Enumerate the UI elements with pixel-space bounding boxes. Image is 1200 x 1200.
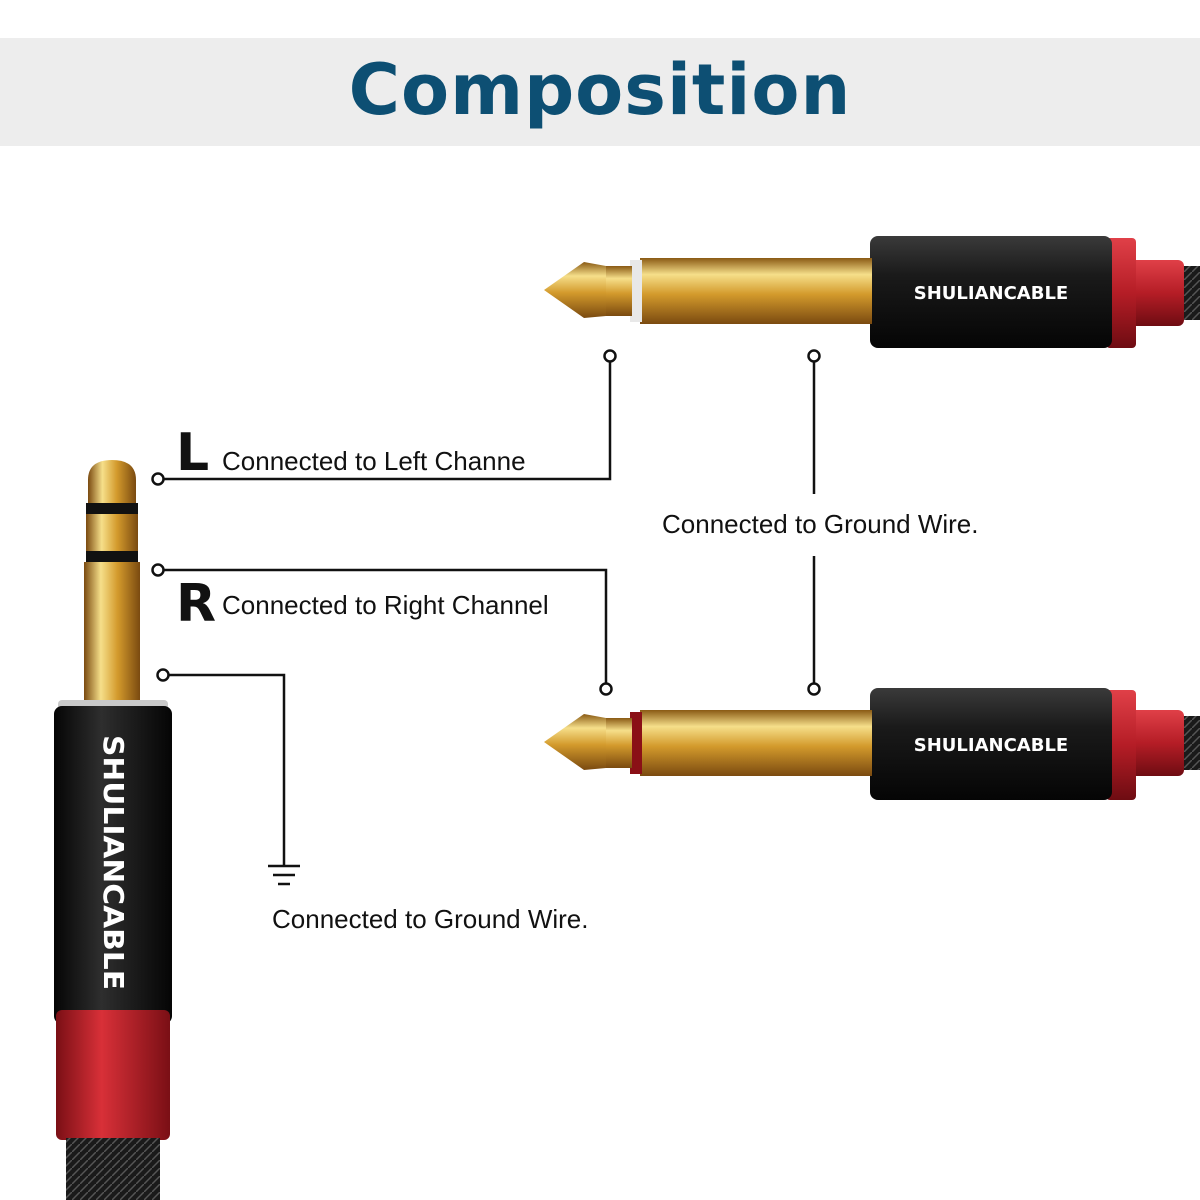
ts-top-cable: [1180, 266, 1200, 320]
trs-sleeve: [84, 562, 140, 702]
trs-red-cap: [56, 1010, 170, 1140]
ground-dot-ts-bottom: [807, 682, 821, 696]
ts-top-brand: SHULIANCABLE: [914, 283, 1068, 304]
ts-top-insulator: [630, 260, 642, 322]
ts-top-tip: [544, 262, 606, 318]
ts-top-neck: [606, 266, 632, 316]
trs-tip: [88, 460, 136, 503]
ts-bottom-sleeve: [640, 710, 872, 776]
trs-plug: SHULIANCABLE: [54, 460, 172, 1200]
trs-cable: [66, 1138, 160, 1200]
ts-plug-top: SHULIANCABLE: [544, 236, 1200, 348]
left-channel-dot-ts: [603, 349, 617, 363]
trs-ground-label: Connected to Ground Wire.: [272, 904, 589, 934]
right-channel-marker: R: [176, 574, 217, 634]
trs-ground-line: [168, 673, 286, 838]
trs-ring-insulator-2: [86, 551, 138, 562]
ts-top-body: [870, 236, 1112, 348]
ts-bottom-body: [870, 688, 1112, 800]
right-channel-label: Connected to Right Channel: [222, 590, 549, 620]
right-channel-dot-trs: [151, 563, 165, 577]
ts-plug-bottom: SHULIANCABLE: [544, 688, 1200, 800]
trs-ring-insulator-1: [86, 503, 138, 514]
trs-ring: [86, 514, 138, 551]
ground-dot-ts-top: [807, 349, 821, 363]
left-channel-line: [163, 361, 612, 481]
ts-top-sleeve: [640, 258, 872, 324]
connection-lines: [163, 361, 816, 838]
trs-brand: SHULIANCABLE: [97, 735, 130, 990]
right-channel-dot-ts: [599, 682, 613, 696]
ts-bottom-cable: [1180, 716, 1200, 770]
left-channel-marker: L: [176, 423, 210, 483]
right-channel-line: [163, 568, 608, 684]
ts-bottom-brand: SHULIANCABLE: [914, 735, 1068, 756]
connection-dots: [151, 349, 821, 696]
page-title: Composition: [348, 49, 852, 131]
left-channel-label: Connected to Left Channe: [222, 446, 526, 476]
left-channel-dot-trs: [151, 472, 165, 486]
trs-body: [54, 706, 172, 1024]
ts-bottom-neck: [606, 718, 632, 768]
ts-ground-label: Connected to Ground Wire.: [662, 509, 979, 539]
header-band: [0, 38, 1200, 146]
ts-bottom-tip: [544, 714, 606, 770]
ts-top-red-flange: [1106, 238, 1136, 348]
ts-bottom-insulator: [630, 712, 642, 774]
ground-symbol-icon: [268, 838, 300, 886]
ground-dot-trs: [156, 668, 170, 682]
ts-bottom-red-flange: [1106, 690, 1136, 800]
